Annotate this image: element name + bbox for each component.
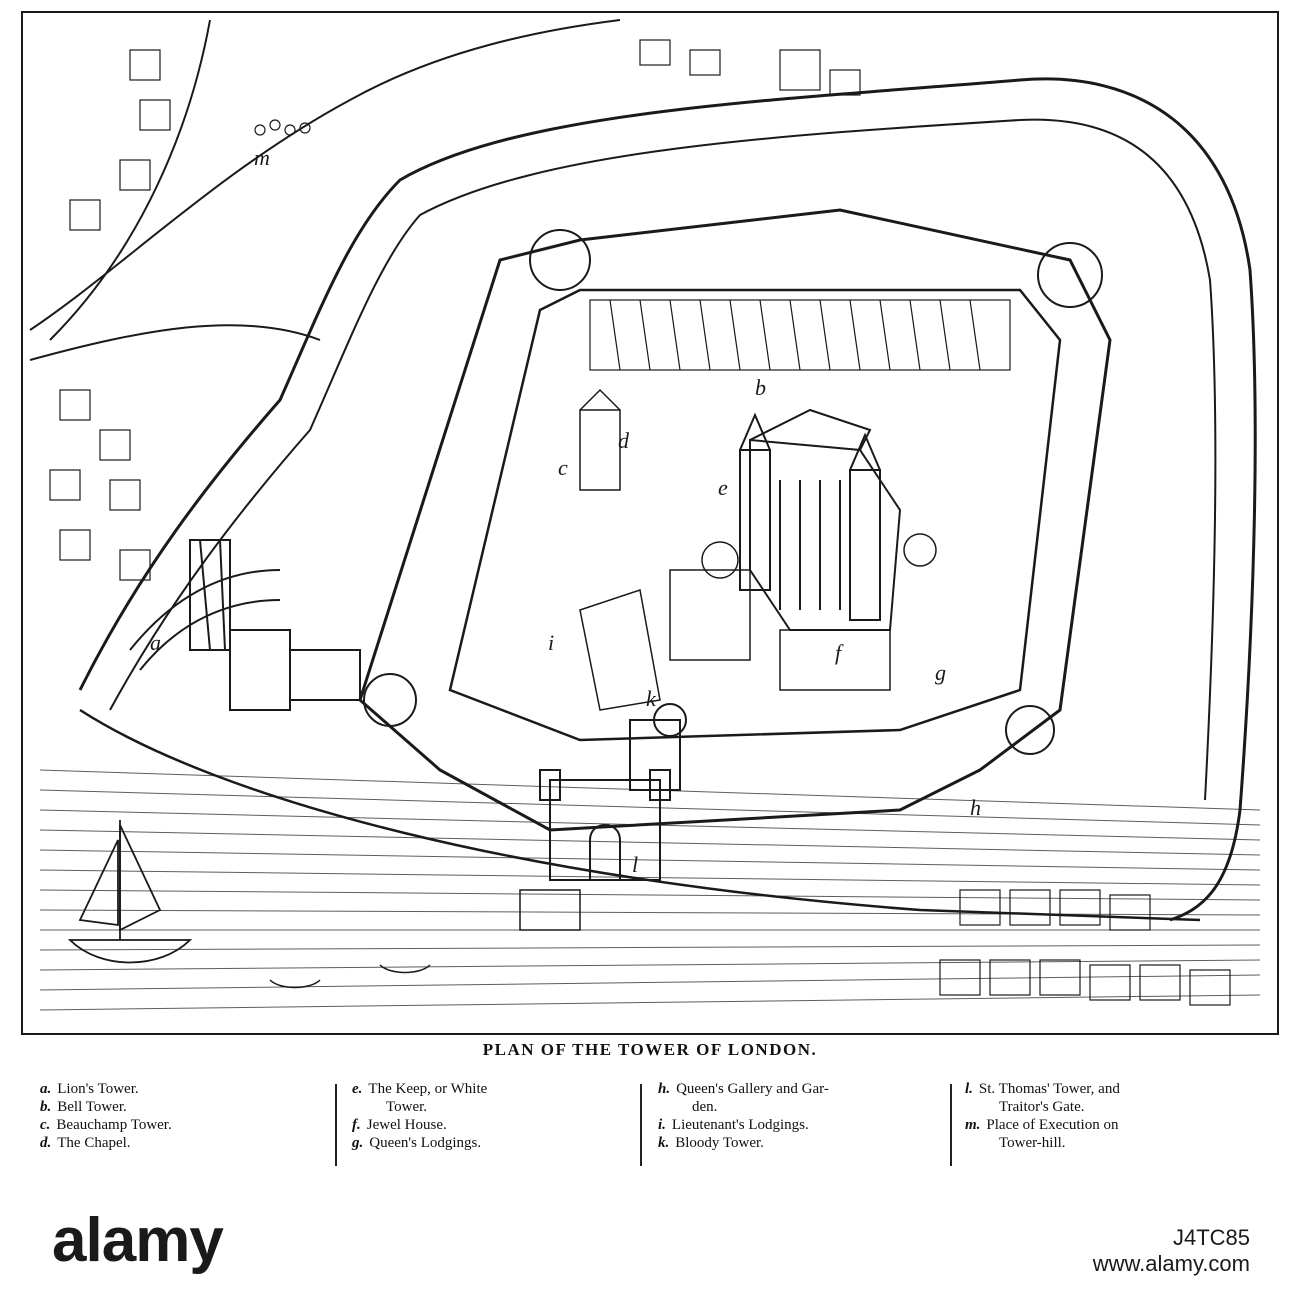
- st-thomas-tower: [539, 703, 687, 881]
- legend-key: d.: [40, 1135, 52, 1151]
- engraving-frame: [21, 11, 1279, 1035]
- legend-entry: f. Jewel House.: [352, 1116, 487, 1134]
- white-tower-keep: [739, 408, 902, 631]
- sailing-ship: [67, 820, 193, 964]
- legend-text: Jewel House.: [366, 1117, 447, 1133]
- map-label-e: e: [718, 475, 728, 500]
- legend-column-2: e. The Keep, or White Tower. f. Jewel Hous…: [352, 1080, 487, 1152]
- houses-east: [939, 889, 1231, 1006]
- legend-entry: b. Bell Tower.: [40, 1098, 172, 1116]
- river-thames: [39, 769, 1261, 1011]
- legend-divider: [950, 1084, 952, 1166]
- legend-text: The Keep, or White: [368, 1081, 488, 1097]
- small-boats: [269, 889, 581, 989]
- road-left: [49, 19, 211, 341]
- corner-tower-ne: [1037, 242, 1103, 308]
- stock-id: J4TC85 www.alamy.com: [1093, 1225, 1250, 1277]
- legend-entry: den.: [658, 1098, 829, 1116]
- legend-entry: Traitor's Gate.: [965, 1098, 1120, 1116]
- map-label-a: a: [150, 630, 161, 655]
- north-range-roofs: [589, 299, 1011, 371]
- legend-text: St. Thomas' Tower, and: [978, 1081, 1120, 1097]
- corner-tower-nw: [529, 229, 591, 291]
- map-label-m: m: [254, 145, 270, 170]
- tower-wharf: [79, 708, 1201, 922]
- lions-tower-entrance: [129, 539, 361, 711]
- legend-key: k.: [658, 1135, 670, 1151]
- map-label-d: d: [618, 428, 630, 453]
- legend-entry: k. Bloody Tower.: [658, 1134, 829, 1152]
- legend-entry: d. The Chapel.: [40, 1134, 172, 1152]
- legend-text: Bloody Tower.: [675, 1135, 764, 1151]
- legend-key: b.: [40, 1099, 52, 1115]
- legend-text: Lion's Tower.: [57, 1081, 139, 1097]
- legend-column-4: l. St. Thomas' Tower, and Traitor's Gate.…: [965, 1080, 1120, 1152]
- legend-key: g.: [352, 1135, 364, 1151]
- legend-text: Tower-hill.: [999, 1135, 1066, 1151]
- legend-text: den.: [692, 1099, 718, 1115]
- legend-text: Lieutenant's Lodgings.: [671, 1117, 809, 1133]
- map-label-c: c: [558, 455, 568, 480]
- legend-divider: [640, 1084, 642, 1166]
- legend-divider: [335, 1084, 337, 1166]
- legend-entry: g. Queen's Lodgings.: [352, 1134, 487, 1152]
- legend-text: Traitor's Gate.: [999, 1099, 1085, 1115]
- legend-text: Queen's Gallery and Gar-: [676, 1081, 829, 1097]
- stock-id-code: J4TC85: [1172, 1225, 1250, 1250]
- houses-west: [49, 49, 171, 581]
- legend-entry: c. Beauchamp Tower.: [40, 1116, 172, 1134]
- road-upper: [29, 19, 621, 331]
- tower-of-london-engraving: a b c d e f g h i k l m: [21, 11, 1279, 1035]
- moat-outer: [78, 77, 1257, 922]
- legend-key: f.: [352, 1117, 361, 1133]
- inner-curtain-wall: [448, 288, 1062, 742]
- legend-entry: Tower.: [352, 1098, 487, 1116]
- legend-entry: Tower-hill.: [965, 1134, 1120, 1152]
- houses-north: [639, 39, 861, 96]
- legend-entry: l. St. Thomas' Tower, and: [965, 1080, 1120, 1098]
- legend-key: i.: [658, 1117, 666, 1133]
- outer-curtain-wall: [358, 208, 1112, 832]
- inner-ward-buildings: [579, 388, 937, 711]
- legend-column-1: a. Lion's Tower. b. Bell Tower. c. Beaucham…: [40, 1080, 172, 1152]
- legend-text: The Chapel.: [57, 1135, 131, 1151]
- legend: a. Lion's Tower. b. Bell Tower. c. Beaucham…: [40, 1080, 1260, 1180]
- map-label-b: b: [755, 375, 766, 400]
- legend-text: Queen's Lodgings.: [369, 1135, 482, 1151]
- legend-entry: h. Queen's Gallery and Gar-: [658, 1080, 829, 1098]
- corner-tower-sw: [363, 673, 417, 727]
- legend-key: e.: [352, 1081, 363, 1097]
- legend-entry: e. The Keep, or White: [352, 1080, 487, 1098]
- legend-text: Beauchamp Tower.: [56, 1117, 172, 1133]
- legend-key: c.: [40, 1117, 51, 1133]
- map-label-l: l: [632, 852, 638, 877]
- legend-key: m.: [965, 1117, 981, 1133]
- legend-key: a.: [40, 1081, 52, 1097]
- stock-site-url[interactable]: www.alamy.com: [1092, 1251, 1250, 1276]
- legend-key: l.: [965, 1081, 973, 1097]
- legend-entry: a. Lion's Tower.: [40, 1080, 172, 1098]
- legend-entry: m. Place of Execution on: [965, 1116, 1120, 1134]
- corner-tower-se: [1005, 705, 1055, 755]
- legend-text: Tower.: [386, 1099, 428, 1115]
- execution-site-shrubs: [254, 119, 311, 136]
- road-lower: [29, 324, 321, 361]
- legend-column-3: h. Queen's Gallery and Gar- den. i. Lieute…: [658, 1080, 829, 1152]
- map-label-k: k: [646, 686, 657, 711]
- map-label-f: f: [835, 640, 844, 665]
- plate-title: PLAN OF THE TOWER OF LONDON.: [482, 1040, 818, 1059]
- legend-text: Place of Execution on: [986, 1117, 1119, 1133]
- moat-inner-edge: [109, 118, 1217, 801]
- legend-entry: i. Lieutenant's Lodgings.: [658, 1116, 829, 1134]
- map-label-h: h: [970, 795, 981, 820]
- map-label-i: i: [548, 630, 554, 655]
- watermark-bar: [0, 1198, 1300, 1289]
- legend-text: Bell Tower.: [57, 1099, 127, 1115]
- map-label-g: g: [935, 660, 946, 685]
- brand-logo[interactable]: alamy: [52, 1206, 224, 1275]
- legend-key: h.: [658, 1081, 671, 1097]
